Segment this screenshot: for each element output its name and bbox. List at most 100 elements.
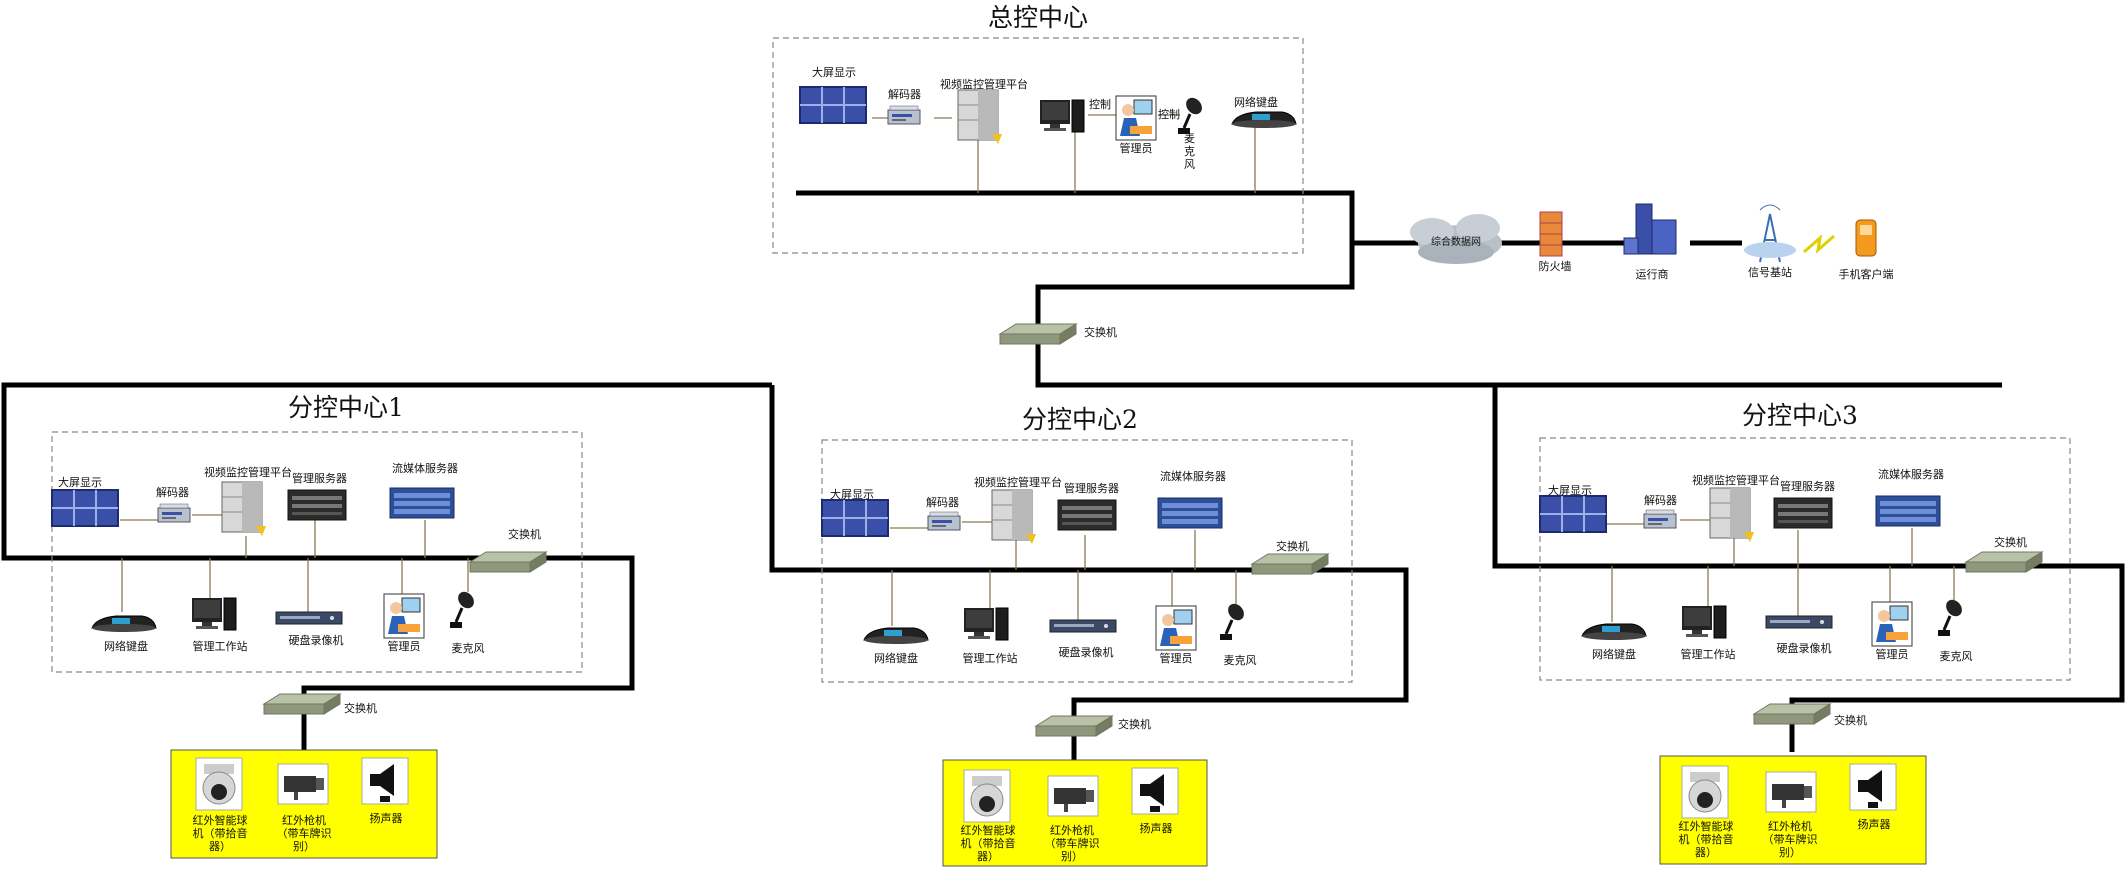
mobile-phone-icon — [1855, 219, 1877, 257]
stream-server-label: 流媒体服务器 — [1878, 468, 1944, 481]
mic-label: 麦克风 — [1223, 654, 1257, 667]
speaker-icon — [361, 757, 409, 805]
admin-label: 管理员 — [387, 640, 421, 653]
mgmt-server-label: 管理服务器 — [1780, 480, 1835, 493]
big-screen-icon — [1539, 495, 1607, 533]
decoder-icon — [157, 503, 191, 523]
field-switch-icon — [1753, 703, 1831, 725]
network-keyboard-icon — [1231, 111, 1297, 129]
branch-switch-icon — [1965, 551, 2043, 573]
branch-switch-icon — [1251, 553, 1329, 575]
platform-label: 视频监控管理平台 — [974, 476, 1062, 489]
platform-server-icon — [1709, 487, 1755, 543]
stream-server-icon — [1157, 497, 1223, 529]
network-keyboard-icon — [863, 627, 929, 645]
mgmt-server-label: 管理服务器 — [1064, 482, 1119, 495]
mobile-label: 手机客户端 — [1838, 268, 1894, 281]
dashed-boxes — [51, 37, 2071, 683]
workstation-label: 管理工作站 — [192, 640, 248, 653]
platform-server-icon — [957, 89, 1003, 145]
admin-icon — [1871, 601, 1913, 647]
bullet-camera-label: 红外枪机（带车牌识别） — [276, 814, 332, 853]
branch-switch-icon — [469, 551, 547, 573]
stream-server-label: 流媒体服务器 — [392, 462, 458, 475]
speaker-icon — [1131, 767, 1179, 815]
management-server-icon — [1057, 499, 1117, 531]
bullet-camera-icon — [1765, 771, 1817, 813]
switch-label: 交换机 — [1994, 536, 2027, 549]
bullet-camera-icon — [277, 763, 329, 805]
decoder-label: 解码器 — [888, 88, 921, 101]
base-station-icon — [1744, 204, 1796, 263]
speaker-label: 扬声器 — [1139, 822, 1173, 835]
dome-camera-icon — [195, 757, 243, 811]
keyboard-label: 网络键盘 — [1592, 648, 1636, 661]
management-server-icon — [287, 489, 347, 521]
firewall-icon — [1539, 211, 1563, 257]
workstation-icon — [963, 607, 1009, 641]
keyboard-label: 网络键盘 — [104, 640, 148, 653]
field-switch-label: 交换机 — [344, 702, 377, 715]
field-switch-icon — [1035, 715, 1113, 737]
big-screen-label: 大屏显示 — [1548, 484, 1592, 497]
microphone-icon — [1218, 599, 1249, 642]
operator-icon — [1623, 203, 1677, 255]
stream-server-icon — [389, 487, 455, 519]
decoder-label: 解码器 — [1644, 494, 1677, 507]
cloud-label: 综合数据网 — [1431, 237, 1481, 248]
network-keyboard-icon — [1581, 623, 1647, 641]
management-server-icon — [1773, 497, 1833, 529]
dvr-label: 硬盘录像机 — [1776, 642, 1832, 655]
branch-title: 分控中心2 — [1022, 405, 1138, 434]
dvr-label: 硬盘录像机 — [288, 634, 344, 647]
decoder-icon — [1643, 509, 1677, 529]
decoder-label: 解码器 — [156, 486, 189, 499]
workstation-icon — [1039, 99, 1085, 133]
mic-label: 麦克风 — [1939, 650, 1973, 663]
dvr-label: 硬盘录像机 — [1058, 646, 1114, 659]
keyboard-label: 网络键盘 — [1234, 96, 1278, 109]
decoder-icon — [927, 511, 961, 531]
dvr-icon — [275, 611, 343, 625]
branch-title: 分控中心3 — [1742, 401, 1858, 430]
microphone-icon — [1936, 595, 1967, 638]
workstation-label: 管理工作站 — [962, 652, 1018, 665]
dome-camera-label: 红外智能球机（带拾音器） — [1678, 820, 1734, 859]
field-switch-label: 交换机 — [1834, 714, 1867, 727]
core-switch-label: 交换机 — [1084, 326, 1117, 339]
big-screen-icon — [821, 499, 889, 537]
center-title: 总控中心 — [987, 3, 1089, 32]
workstation-label: 管理工作站 — [1680, 648, 1736, 661]
big-screen-label: 大屏显示 — [58, 476, 102, 489]
stream-server-label: 流媒体服务器 — [1160, 470, 1226, 483]
control-label: 控制 — [1089, 98, 1111, 111]
big-screen-label: 大屏显示 — [812, 66, 856, 79]
big-screen-icon — [799, 86, 867, 124]
decoder-icon — [887, 105, 921, 125]
admin-icon — [383, 593, 425, 639]
bullet-camera-label: 红外枪机（带车牌识别） — [1044, 824, 1100, 863]
admin-icon — [1115, 95, 1157, 141]
stream-server-icon — [1875, 495, 1941, 527]
big-screen-label: 大屏显示 — [830, 488, 874, 501]
base-station-label: 信号基站 — [1748, 266, 1792, 279]
field-switch-icon — [263, 693, 341, 715]
platform-label: 视频监控管理平台 — [940, 78, 1028, 91]
operator-label: 运行商 — [1635, 268, 1669, 281]
admin-label: 管理员 — [1875, 648, 1909, 661]
control-label: 控制 — [1158, 108, 1180, 121]
speaker-label: 扬声器 — [369, 812, 403, 825]
bullet-camera-icon — [1047, 775, 1099, 817]
dome-camera-icon — [1681, 765, 1729, 819]
mic-label: 麦克风 — [1184, 132, 1195, 171]
microphone-icon — [448, 587, 479, 630]
platform-server-icon — [221, 481, 267, 537]
dvr-icon — [1765, 615, 1833, 629]
microphone-icon — [1176, 93, 1207, 136]
switch-label: 交换机 — [508, 528, 541, 541]
dvr-icon — [1049, 619, 1117, 633]
speaker-label: 扬声器 — [1857, 818, 1891, 831]
bullet-camera-label: 红外枪机（带车牌识别） — [1762, 820, 1818, 859]
